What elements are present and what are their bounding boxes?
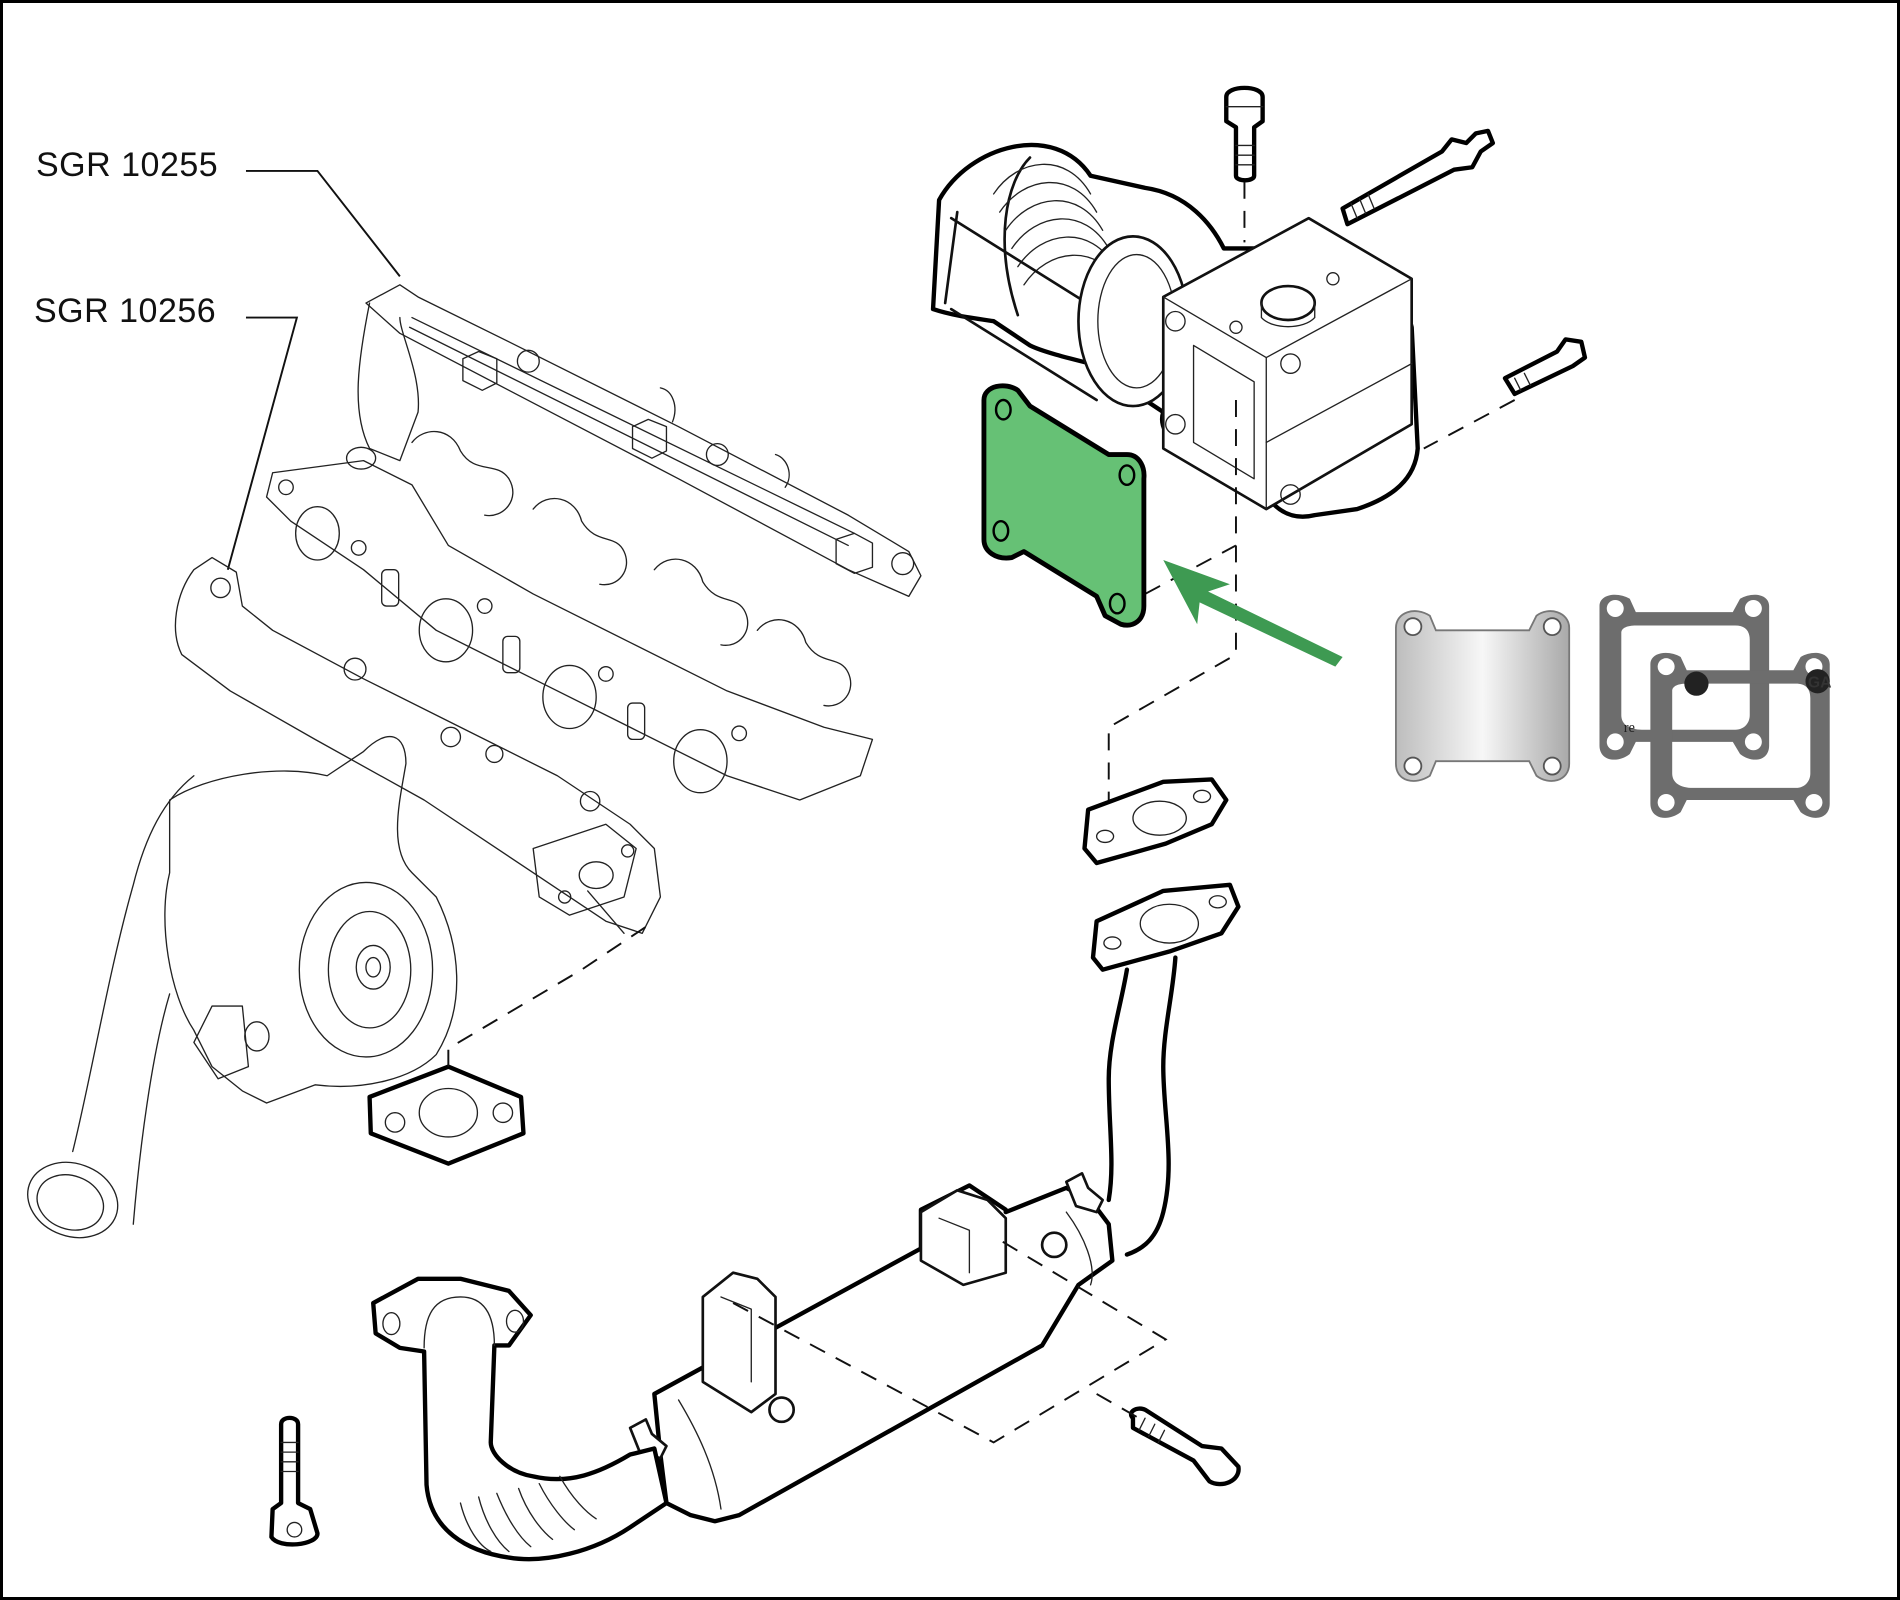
part-label-sgr-10255: SGR 10255: [36, 146, 219, 184]
bolt-diagonal-top: [1340, 128, 1496, 227]
flange-gasket-turbo: [367, 1064, 526, 1166]
egr-valve: [930, 142, 1420, 519]
gasket-print-fragment: re: [1624, 720, 1635, 736]
leader-line-sgr-10255: [245, 169, 401, 277]
turbocharger: [27, 735, 458, 1239]
intake-manifold: [345, 284, 922, 598]
photo-inset: re GA: [1395, 594, 1832, 818]
egr-cooler: [628, 1172, 1115, 1524]
photo-gasket-back: [1599, 594, 1770, 760]
photo-blanking-plate: [1395, 610, 1571, 782]
exhaust-manifold: [174, 556, 662, 934]
bolt-right: [1502, 337, 1588, 397]
bolt-lower-left: [269, 1415, 320, 1547]
dash-lines-egr-valve: [1107, 181, 1516, 800]
dash-line-turbo-gasket: [447, 920, 655, 1067]
bolt-lower-right: [1128, 1406, 1241, 1487]
dash-lines-cooler: [732, 1235, 1168, 1444]
egr-pipe-upper: [1090, 882, 1241, 1257]
flange-gasket-middle: [1082, 777, 1229, 866]
highlight-arrow: [1163, 560, 1343, 667]
part-label-sgr-10256: SGR 10256: [34, 292, 217, 330]
manifold-ports: [265, 430, 874, 801]
bolt-vertical-top: [1224, 85, 1265, 183]
leader-line-sgr-10256: [226, 316, 299, 570]
egr-gasket-highlighted: [981, 383, 1147, 628]
gasket-logo-fragment: GA: [1808, 674, 1832, 691]
egr-pipe-lower: [371, 1276, 669, 1562]
photo-gasket-front: [1650, 652, 1830, 818]
